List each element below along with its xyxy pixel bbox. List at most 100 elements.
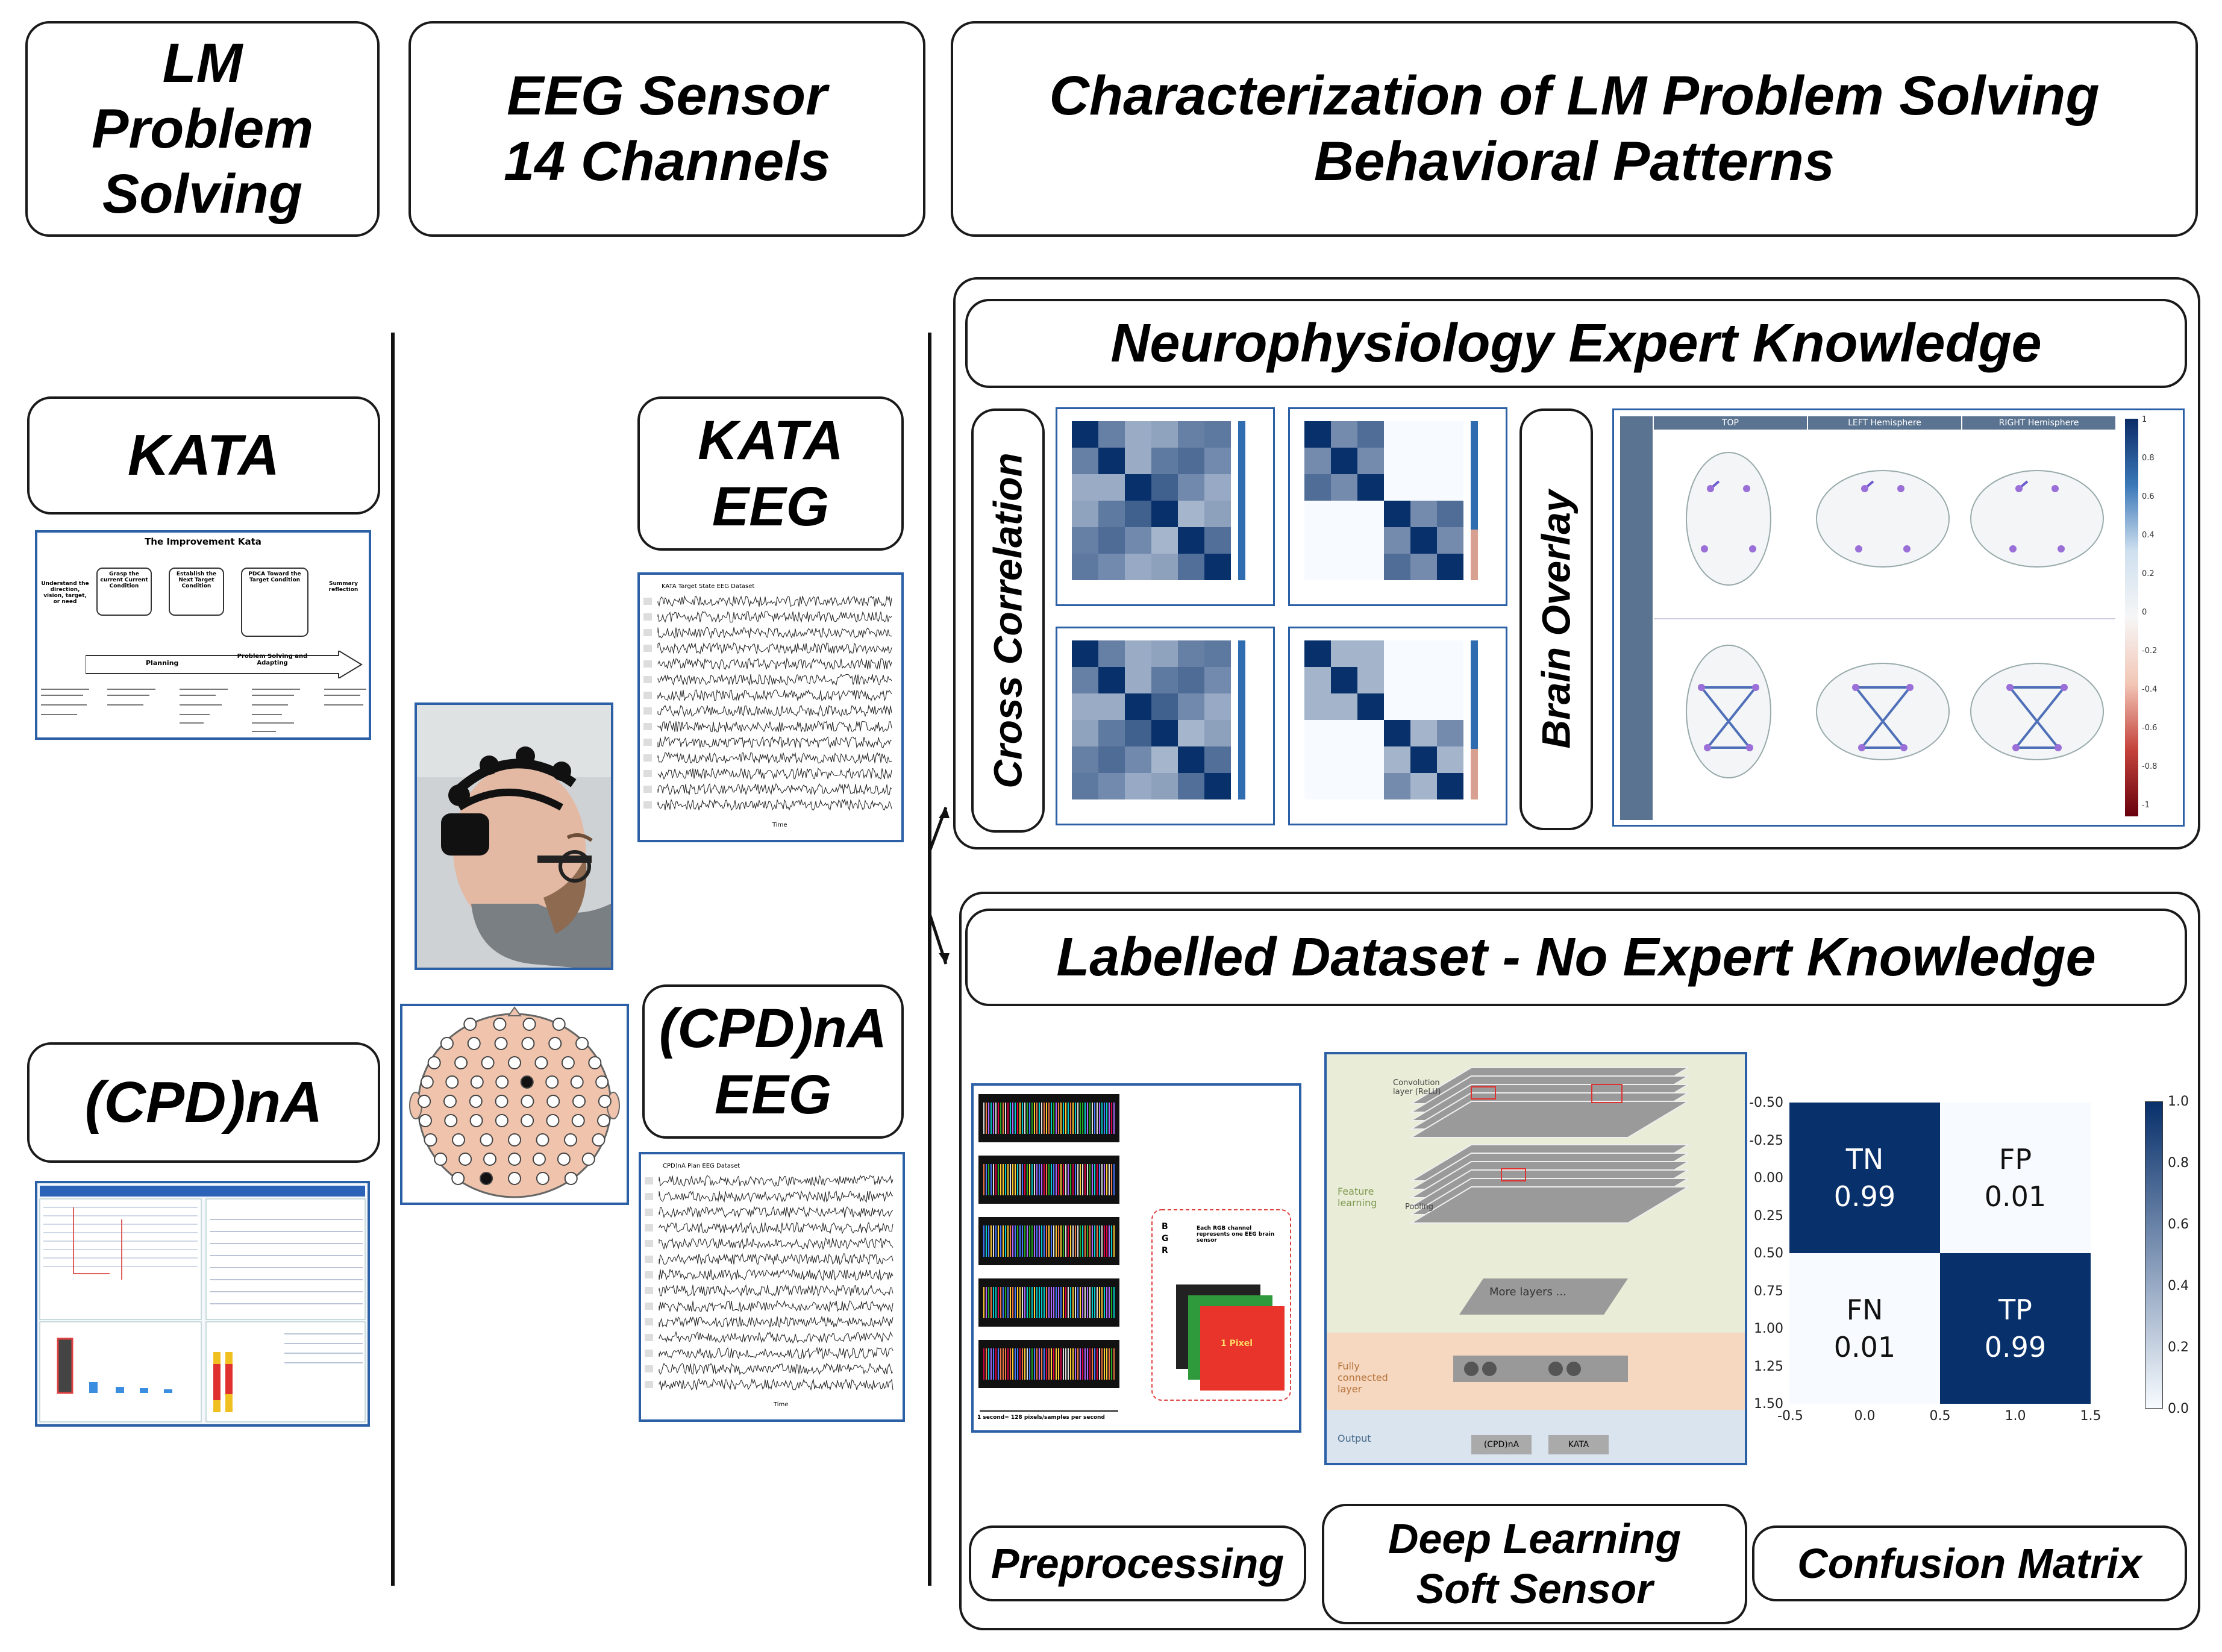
heatmap-cell [1304,693,1331,720]
preproc-line [1029,1225,1030,1257]
preproc-line [1104,1103,1105,1134]
brain-node [1897,485,1904,492]
preproc-line [988,1287,989,1318]
preproc-line [983,1164,984,1195]
heatmap-cell [1178,554,1204,580]
eeg-trace [657,736,892,749]
electrode-dot [546,1114,560,1127]
preproc-line [1104,1287,1105,1318]
heatmap-cell [1204,448,1231,474]
preproc-line [983,1287,984,1318]
heatmap-cell [1357,527,1384,554]
preproc-line [1039,1287,1040,1318]
preproc-line [1099,1164,1100,1195]
preproc-line [1075,1348,1076,1380]
brain-colorbar-tick: 0.8 [2142,454,2155,463]
brain-node [1707,485,1714,492]
heatmap-1 [1072,421,1245,580]
heatmap-cell [1072,746,1098,773]
cm-cell-label: FN [1846,1293,1883,1326]
cross-corr-heatmap-kata-full [1056,407,1275,606]
preproc-line [1075,1103,1076,1134]
preproc-line [1089,1287,1091,1318]
brain-outline [1970,470,2104,568]
preproc-line [1084,1348,1086,1380]
preproc-line [1031,1103,1033,1134]
preproc-line [1041,1164,1042,1195]
preproc-line [1101,1225,1103,1257]
eeg-trace [657,674,892,686]
preproc-line [1005,1164,1006,1195]
preproc-line [993,1348,994,1380]
cm-cell-value: 0.99 [1833,1180,1896,1213]
eeg-channel-label [643,801,652,809]
preproc-line [988,1164,989,1195]
preproc-line [998,1103,999,1134]
preproc-line [998,1225,999,1257]
heatmap-cell [1125,554,1151,580]
preproc-line [1072,1164,1074,1195]
cpdna-eeg-title: CPD)nA Plan EEG Dataset [663,1163,740,1169]
brain-node [1906,684,1914,691]
preproc-line [1051,1348,1052,1380]
preproc-line [1089,1164,1091,1195]
preproc-line [1027,1287,1028,1318]
electrode-dot [470,1075,484,1089]
heatmap-cell [1357,448,1384,474]
preproc-line [1003,1103,1004,1134]
preproc-line [1109,1287,1110,1318]
heatmap-cell [1125,773,1151,799]
cm-cell-label: TN [1845,1142,1884,1175]
brain-row-sidebar [1620,416,1653,820]
heatmap-cell [1410,746,1437,773]
heatmap-cell [1357,501,1384,527]
heatmap-cell [1304,554,1331,580]
heatmap-cell [1357,554,1384,580]
preproc-line [1080,1164,1081,1195]
heatmap-3 [1072,640,1245,799]
preproc-line [1046,1103,1047,1134]
heatmap-cell [1098,746,1125,773]
heatmap-cell [1410,421,1437,448]
preproc-line [1046,1164,1047,1195]
electrode-dot [495,1095,509,1108]
preproc-line [1106,1225,1107,1257]
brain-colorbar-tick: -1 [2142,801,2150,810]
preproc-line [1034,1348,1035,1380]
heatmap-cell [1410,773,1437,799]
preproc-line [995,1164,997,1195]
preproc-line [1058,1164,1059,1195]
heatmap-cell [1437,640,1463,667]
cm-colorbar-tick: 0.6 [2168,1217,2189,1232]
preproc-line [1056,1225,1057,1257]
heatmap-cell [1437,667,1463,693]
kata-eeg-label: KATA EEG [637,396,904,551]
brain-col-header-right: RIGHT Hemisphere [1962,416,2115,430]
heatmap-4 [1304,640,1478,799]
eeg-trace [657,783,892,796]
preproc-line [1056,1103,1057,1134]
preproc-line [1019,1348,1021,1380]
preproc-line [1080,1225,1081,1257]
cm-ytick: 0.25 [1754,1208,1783,1224]
electrode-dot [534,1056,548,1069]
heatmap-cell [1204,474,1231,501]
heatmap-cell [1410,448,1437,474]
heatmap-cell [1072,527,1098,554]
heatmap-cell [1178,640,1204,667]
heatmap-cell [1384,640,1410,667]
heatmap-cell [1151,527,1178,554]
heatmap-cell [1125,501,1151,527]
preproc-line [1092,1164,1093,1195]
eeg-channel-label [645,1318,653,1325]
preproc-line [1010,1348,1011,1380]
preproc-line [1005,1103,1006,1134]
preproc-note: Each RGB channel represents one EEG brai… [1197,1225,1275,1244]
preproc-line [1048,1164,1050,1195]
heatmap-cell [1178,448,1204,474]
preproc-line [1012,1348,1013,1380]
preproc-line [1034,1164,1035,1195]
preproc-line [1058,1225,1059,1257]
eeg-trace [657,595,892,607]
